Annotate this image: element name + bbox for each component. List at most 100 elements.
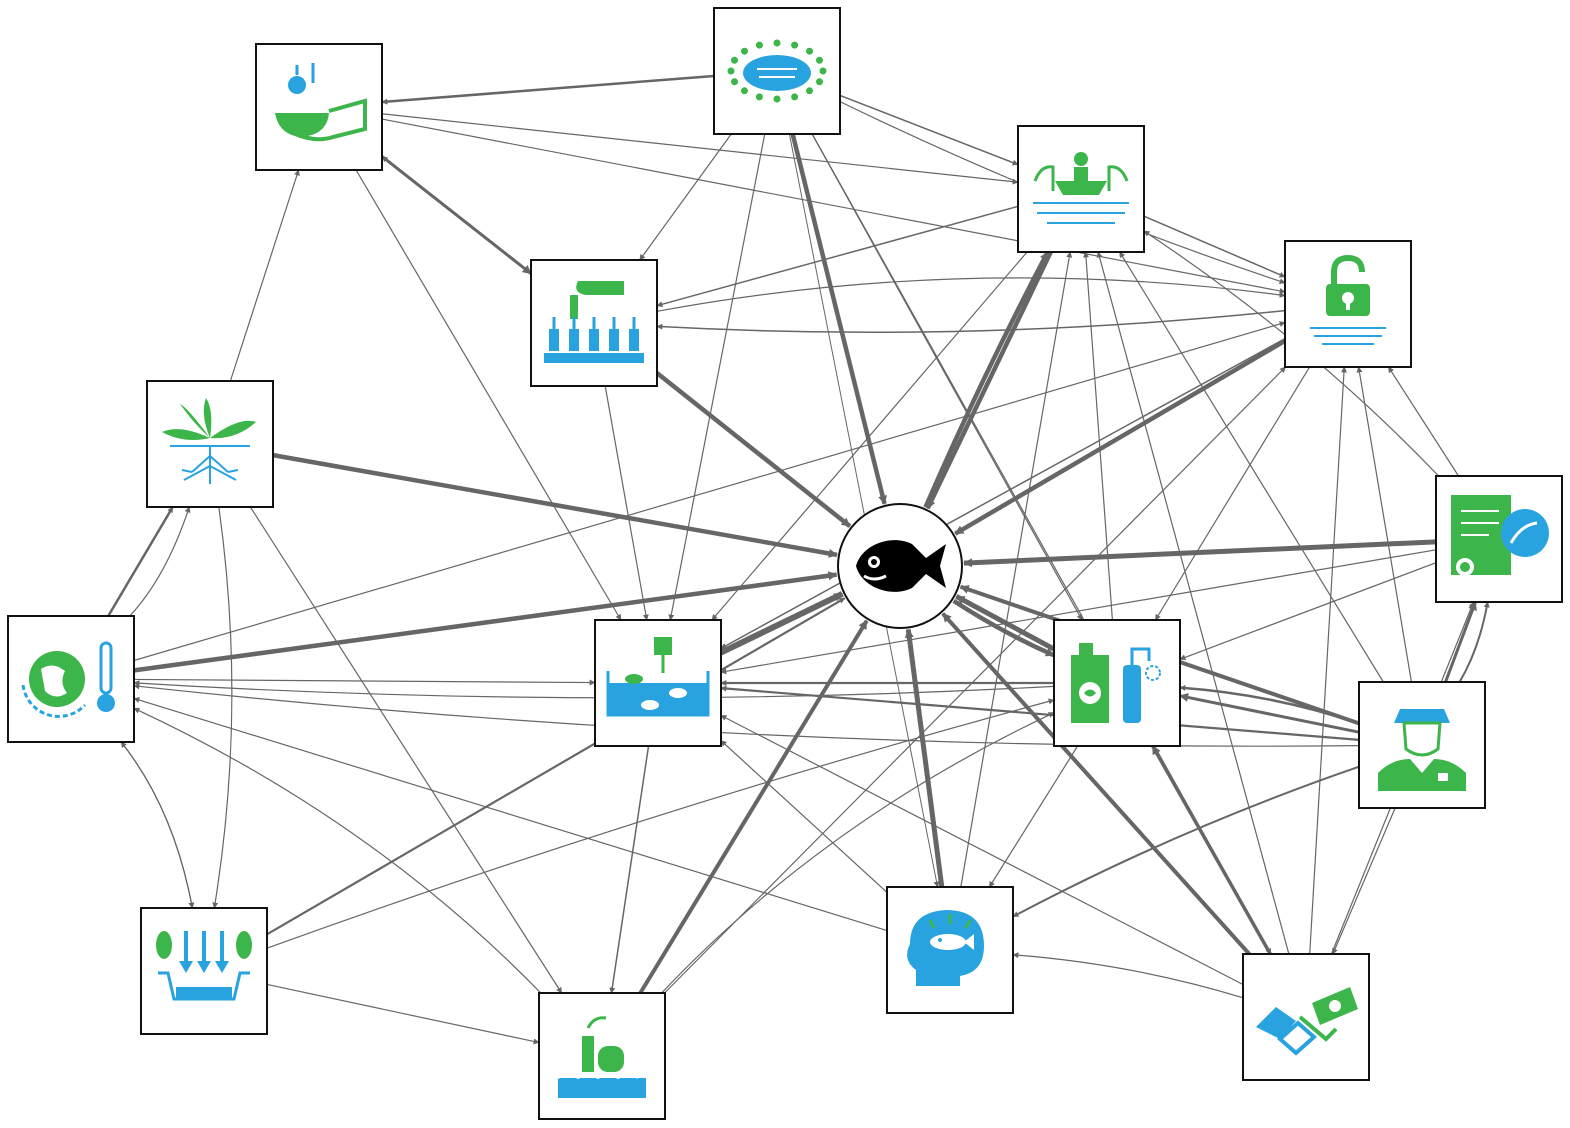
edge-industry-to-open-access bbox=[664, 366, 1286, 994]
fish-icon bbox=[856, 540, 946, 592]
edge-fishing-boat-to-water-quality bbox=[711, 251, 1028, 621]
runoff-catchment-icon bbox=[156, 931, 252, 1001]
edge-central-fish-to-chemicals bbox=[952, 598, 1055, 658]
edge-climate-to-aquatic-plants bbox=[107, 506, 174, 617]
edge-enforcement-to-chemicals bbox=[1179, 693, 1360, 734]
edge-enforcement-to-license bbox=[1458, 601, 1490, 683]
edge-open-access-to-participation bbox=[656, 309, 1286, 334]
edge-investment-to-water-quality bbox=[355, 169, 622, 621]
edge-participation-to-open-access bbox=[656, 277, 1286, 312]
edge-fishing-boat-to-participation bbox=[656, 205, 1019, 308]
edge-enforcement-to-water-quality bbox=[720, 685, 1360, 741]
edge-climate-to-central-fish bbox=[133, 571, 838, 673]
edge-knowledge-to-fishing-boat bbox=[960, 251, 1073, 888]
edge-license-to-water-quality bbox=[720, 549, 1437, 675]
edge-participation-to-central-fish bbox=[655, 371, 852, 528]
edge-trade-to-fishing-boat bbox=[1096, 251, 1290, 955]
edge-open-access-to-chemicals bbox=[1154, 366, 1311, 621]
edge-enforcement-to-chemicals bbox=[1179, 684, 1360, 725]
edge-lake-community-to-fishing-boat bbox=[839, 94, 1019, 166]
edge-participation-to-investment bbox=[381, 155, 532, 275]
node-industry bbox=[538, 992, 666, 1120]
node-lake-community bbox=[713, 7, 841, 135]
plant-roots-icon bbox=[162, 398, 256, 484]
node-license bbox=[1435, 475, 1563, 603]
certificate-icon bbox=[1451, 495, 1549, 576]
edge-trade-to-knowledge bbox=[1012, 952, 1244, 999]
globe-thermometer-icon bbox=[21, 641, 115, 718]
edge-trade-to-open-access bbox=[1309, 366, 1347, 955]
edge-license-to-open-access bbox=[1387, 366, 1460, 477]
edge-knowledge-to-climate bbox=[133, 697, 888, 932]
node-aquatic-plants bbox=[146, 380, 274, 508]
edge-climate-to-runoff bbox=[120, 741, 195, 909]
node-enforcement bbox=[1358, 681, 1486, 809]
edge-enforcement-to-trade bbox=[1332, 807, 1396, 955]
edge-open-access-to-central-fish bbox=[954, 338, 1287, 536]
hand-giving-money-icon bbox=[275, 63, 367, 142]
edge-fishing-boat-to-open-access bbox=[1143, 215, 1286, 278]
node-water-quality bbox=[594, 619, 722, 747]
edge-investment-to-fishing-boat bbox=[381, 113, 1019, 185]
edge-industry-to-climate bbox=[133, 707, 542, 994]
edge-investment-to-open-access bbox=[381, 118, 1286, 294]
chemical-bottles-icon bbox=[1071, 643, 1161, 723]
handshake-money-icon bbox=[1256, 987, 1358, 1056]
node-runoff bbox=[140, 907, 268, 1035]
edge-chemicals-to-knowledge bbox=[988, 745, 1079, 888]
edge-trade-to-water-quality bbox=[720, 714, 1244, 986]
node-knowledge bbox=[886, 886, 1014, 1014]
edge-lake-community-to-knowledge bbox=[788, 133, 940, 888]
edge-aquatic-plants-to-investment bbox=[229, 169, 300, 382]
node-central-fish bbox=[837, 503, 963, 629]
edge-trade-to-central-fish bbox=[941, 612, 1251, 956]
edge-lake-community-to-investment bbox=[381, 74, 715, 105]
edge-enforcement-to-license bbox=[1444, 601, 1477, 683]
edge-open-access-to-water-quality bbox=[720, 337, 1286, 650]
aquarium-sensor-icon bbox=[606, 637, 710, 717]
edge-water-quality-to-industry bbox=[609, 745, 650, 994]
edge-chemicals-to-fishing-boat bbox=[1082, 251, 1114, 621]
edge-aquatic-plants-to-central-fish bbox=[272, 452, 838, 558]
edge-aquatic-plants-to-runoff bbox=[212, 506, 233, 909]
edge-lake-community-to-water-quality bbox=[668, 133, 766, 621]
edge-license-to-chemicals bbox=[1179, 562, 1437, 661]
edge-license-to-central-fish bbox=[963, 539, 1437, 568]
edge-climate-to-aquatic-plants bbox=[129, 506, 191, 617]
node-investment bbox=[255, 43, 383, 171]
edge-aquatic-plants-to-industry bbox=[249, 506, 563, 994]
edge-knowledge-to-water-quality bbox=[720, 740, 888, 893]
edge-climate-to-water-quality bbox=[133, 678, 596, 686]
node-participation bbox=[530, 259, 658, 387]
edge-lake-community-to-central-fish bbox=[790, 133, 887, 505]
edge-central-fish-to-fishing-boat bbox=[923, 250, 1050, 509]
node-chemicals bbox=[1053, 619, 1181, 747]
node-fishing-boat bbox=[1017, 125, 1145, 253]
police-officer-icon bbox=[1378, 709, 1466, 791]
factory-water-icon bbox=[557, 1016, 646, 1098]
edge-knowledge-to-central-fish bbox=[904, 628, 945, 888]
edge-trade-to-chemicals bbox=[1151, 745, 1272, 955]
edge-runoff-to-chemicals bbox=[266, 698, 1055, 949]
node-climate bbox=[7, 615, 135, 743]
edge-enforcement-to-fishing-boat bbox=[1119, 251, 1384, 683]
edge-enforcement-to-open-access bbox=[1356, 366, 1413, 683]
edge-lake-community-to-participation bbox=[639, 133, 732, 261]
hand-voting-icon bbox=[544, 281, 644, 363]
node-trade bbox=[1242, 953, 1370, 1081]
edge-fishing-boat-to-central-fish bbox=[925, 251, 1053, 510]
open-lock-water-icon bbox=[1310, 254, 1386, 345]
edge-climate-to-open-access bbox=[133, 321, 1286, 662]
edge-enforcement-to-knowledge bbox=[1012, 765, 1360, 918]
edge-runoff-to-central-fish bbox=[266, 597, 846, 936]
edge-participation-to-water-quality bbox=[604, 385, 649, 621]
edge-water-quality-to-central-fish bbox=[719, 591, 844, 656]
edge-chemicals-to-central-fish bbox=[955, 594, 1056, 652]
edge-runoff-to-industry bbox=[266, 983, 540, 1045]
fisherman-boat-icon bbox=[1033, 152, 1129, 224]
edge-chemicals-to-climate bbox=[133, 680, 1055, 699]
lake-with-trees-icon bbox=[727, 39, 827, 103]
nodes-layer bbox=[7, 7, 1563, 1120]
edge-industry-to-chemicals bbox=[661, 712, 1055, 994]
